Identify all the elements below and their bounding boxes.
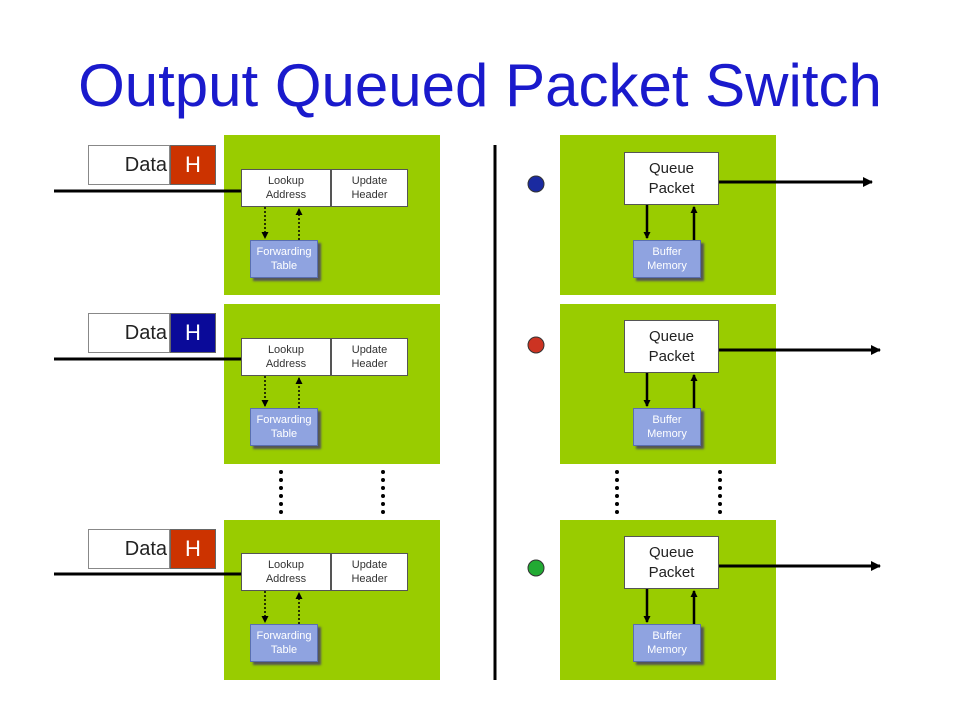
ellipsis-dots [615, 470, 619, 514]
lookup-address-box: Lookup Address [241, 338, 331, 376]
forwarding-table: Forwarding Table [250, 408, 318, 446]
forwarding-table: Forwarding Table [250, 624, 318, 662]
output-port-dot [527, 559, 545, 577]
ellipsis-dots [279, 470, 283, 514]
ellipsis-dots [718, 470, 722, 514]
page-title: Output Queued Packet Switch [78, 52, 882, 119]
packet-data: Data [88, 529, 170, 569]
packet-data: Data [88, 145, 170, 185]
packet-header: H [170, 529, 216, 569]
forwarding-table: Forwarding Table [250, 240, 318, 278]
buffer-memory: Buffer Memory [633, 624, 701, 662]
packet-data: Data [88, 313, 170, 353]
packet-header: H [170, 145, 216, 185]
queue-packet-box: Queue Packet [624, 536, 719, 589]
update-header-box: Update Header [331, 338, 408, 376]
buffer-memory: Buffer Memory [633, 240, 701, 278]
queue-packet-box: Queue Packet [624, 152, 719, 205]
update-header-box: Update Header [331, 553, 408, 591]
buffer-memory: Buffer Memory [633, 408, 701, 446]
ellipsis-dots [381, 470, 385, 514]
output-port-dot [527, 336, 545, 354]
output-port-dot [527, 175, 545, 193]
lookup-address-box: Lookup Address [241, 169, 331, 207]
update-header-box: Update Header [331, 169, 408, 207]
queue-packet-box: Queue Packet [624, 320, 719, 373]
packet-header: H [170, 313, 216, 353]
lookup-address-box: Lookup Address [241, 553, 331, 591]
